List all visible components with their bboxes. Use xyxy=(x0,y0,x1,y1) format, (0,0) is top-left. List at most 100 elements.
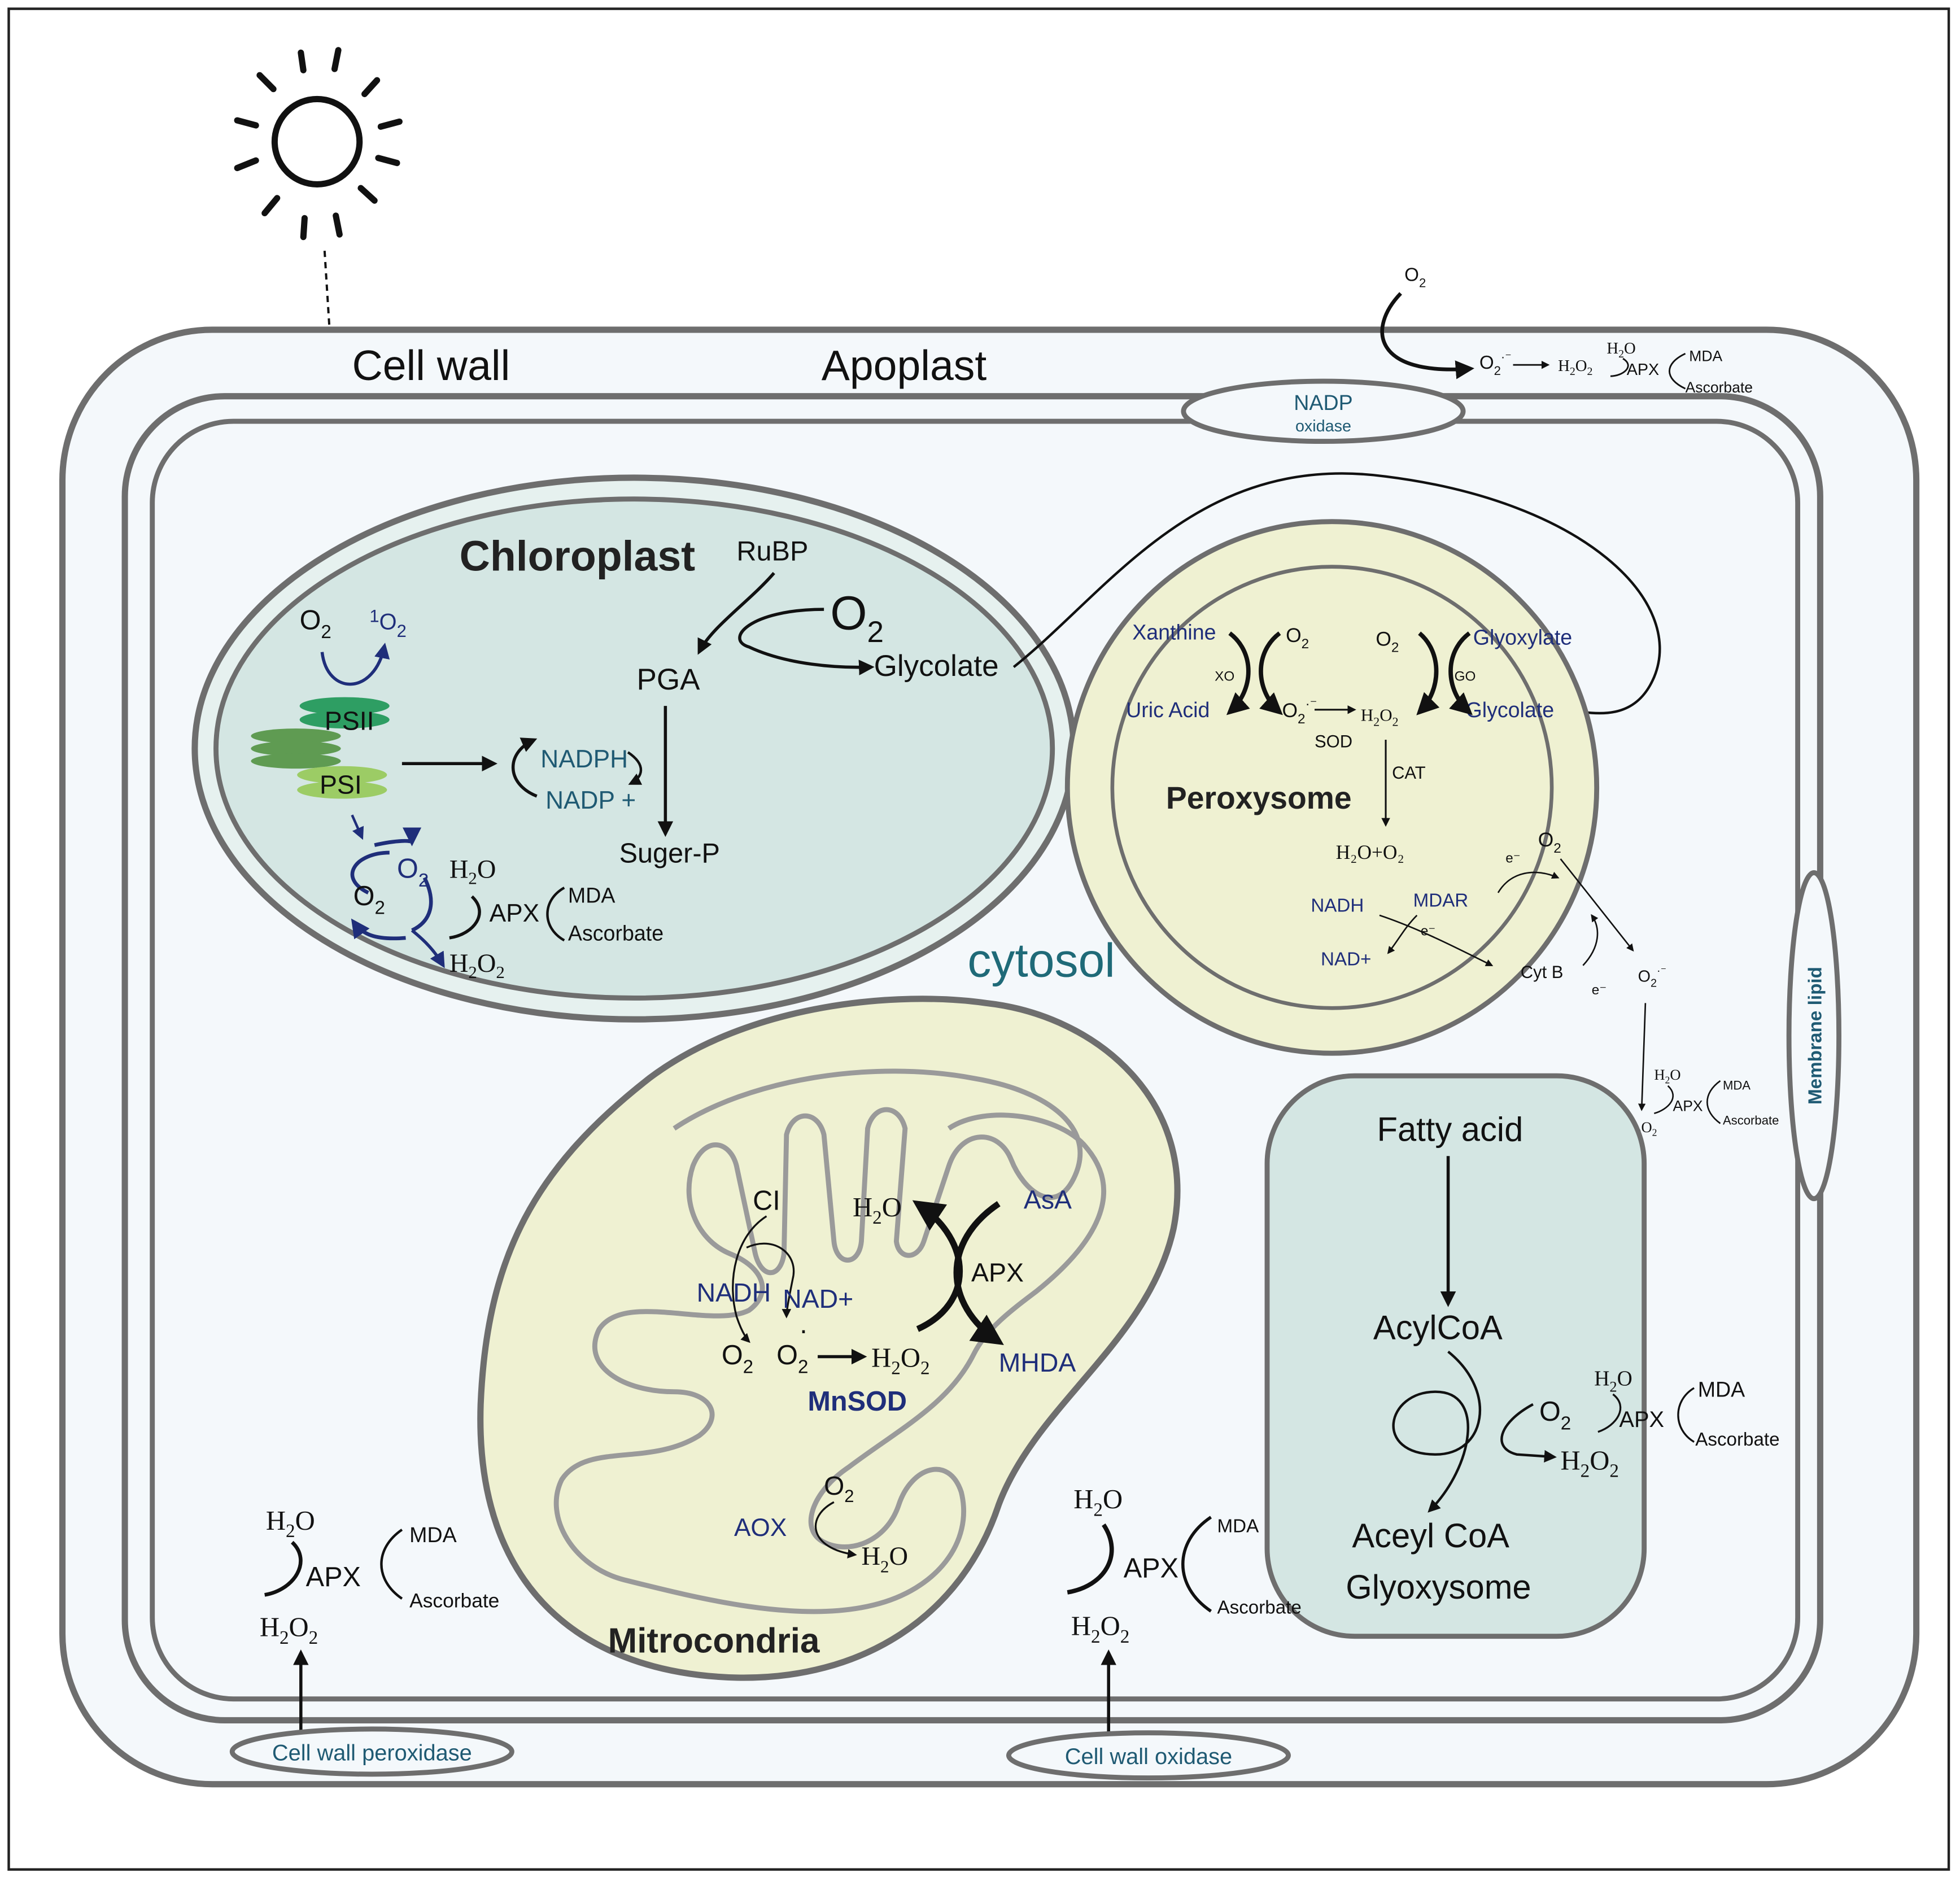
svg-text:APX: APX xyxy=(306,1562,361,1592)
calvin-cycle: RuBP O2 PGA Glycolate Suger-P xyxy=(619,536,999,868)
svg-text:O2: O2 xyxy=(397,853,429,891)
cell-wall-peroxidase-label: Cell wall peroxidase xyxy=(272,1740,472,1765)
peroxysome-inner xyxy=(1110,565,1554,1010)
psi-label: PSI xyxy=(320,770,362,799)
mitochondria-cristae xyxy=(553,1068,1106,1614)
svg-text:e⁻: e⁻ xyxy=(1505,851,1520,866)
svg-text:APX: APX xyxy=(1627,361,1659,379)
glyoxysome-reactions: Fatty acid AcylCoA O2 H2O2 H2O APX MDA A… xyxy=(1346,1110,1779,1606)
svg-text:MDA: MDA xyxy=(409,1523,457,1547)
svg-text:Fatty acid: Fatty acid xyxy=(1377,1110,1524,1148)
glycolate-oxidase-reaction: O2 Glyoxylate Glycolate H2O2 GO xyxy=(1361,625,1572,728)
svg-text:Ascorbate: Ascorbate xyxy=(1217,1597,1302,1618)
svg-text:Ascorbate: Ascorbate xyxy=(1695,1429,1779,1450)
singlet-oxygen-reaction: O2 1O2 xyxy=(300,605,407,686)
apoplast-o2-reaction: O2 O2·⁻ H2O2 H2O APX MDA Ascorbate xyxy=(1380,264,1753,396)
svg-text:O2·⁻: O2·⁻ xyxy=(1282,697,1317,727)
svg-text:XO: XO xyxy=(1215,669,1234,684)
svg-text:H2O2: H2O2 xyxy=(871,1342,929,1378)
svg-text:APX: APX xyxy=(1124,1553,1178,1583)
svg-text:MDAR: MDAR xyxy=(1413,890,1469,911)
svg-text:H2O2: H2O2 xyxy=(1561,1445,1619,1481)
mitochondria-reactions: CI NADH NAD+ O2 O2 · H2O2 MnSOD H2O AsA … xyxy=(697,1185,1076,1576)
svg-text:H2O2: H2O2 xyxy=(1558,357,1592,378)
svg-text:MDA: MDA xyxy=(1689,347,1722,364)
svg-text:O2: O2 xyxy=(776,1340,808,1378)
svg-text:O2: O2 xyxy=(824,1471,854,1506)
svg-text:H2O: H2O xyxy=(853,1192,902,1228)
cell-wall-oxidase-label: Cell wall oxidase xyxy=(1065,1744,1232,1769)
cell-wall-oxidase-cycle: H2O APX MDA Ascorbate H2O2 xyxy=(1067,1484,1302,1734)
svg-text:GO: GO xyxy=(1455,669,1476,684)
mitochondria-outer xyxy=(477,996,1181,1681)
glyoxysome-compartment xyxy=(1264,1073,1647,1639)
sod-label: SOD xyxy=(1315,731,1352,751)
cell-wall-peroxidase-cycle: H2O APX MDA Ascorbate H2O2 xyxy=(260,1505,499,1731)
svg-text:NADP +: NADP + xyxy=(545,787,636,814)
svg-text:Glyoxysome: Glyoxysome xyxy=(1346,1568,1531,1606)
xanthine-oxidase-reaction: Xanthine Uric Acid O2 O2·⁻ XO xyxy=(1126,620,1317,727)
svg-text:H2O: H2O xyxy=(861,1542,908,1576)
svg-text:Ascorbate: Ascorbate xyxy=(568,921,663,945)
svg-text:·: · xyxy=(799,1315,808,1345)
svg-text:Glycolate: Glycolate xyxy=(874,649,999,683)
svg-text:O2: O2 xyxy=(1376,627,1399,655)
peroxysome-label: Peroxysome xyxy=(1166,780,1352,815)
membrane-lipid-label: Membrane lipid xyxy=(1805,967,1826,1105)
svg-text:H2O: H2O xyxy=(1654,1066,1680,1086)
svg-text:H2O2: H2O2 xyxy=(449,949,505,982)
svg-text:O2: O2 xyxy=(1286,624,1309,652)
svg-text:H2O: H2O xyxy=(266,1505,315,1542)
cytosol-label: cytosol xyxy=(967,934,1115,987)
thylakoid-stack xyxy=(251,697,390,799)
svg-text:O2: O2 xyxy=(1538,828,1561,856)
svg-text:APX: APX xyxy=(971,1258,1024,1287)
nadp-oxidase-enzyme xyxy=(1181,378,1466,444)
nadp-oxidase-label-2: oxidase xyxy=(1295,417,1351,435)
cell-wall-oxidase-enzyme xyxy=(1006,1730,1291,1781)
svg-text:MDA: MDA xyxy=(1723,1079,1751,1093)
svg-text:Xanthine: Xanthine xyxy=(1132,620,1216,644)
water-oxygen-label: H₂O+O₂ xyxy=(1336,841,1404,863)
peroxysome-electron-transport: NADH MDAR NAD+ e⁻ Cyt B O2 e⁻ e⁻ O2·⁻ xyxy=(1311,828,1667,1111)
svg-text:H2O: H2O xyxy=(449,855,496,888)
svg-text:O2: O2 xyxy=(722,1340,753,1378)
svg-text:O2·⁻: O2·⁻ xyxy=(1638,964,1667,989)
svg-text:Ascorbate: Ascorbate xyxy=(409,1590,499,1612)
svg-text:H2O: H2O xyxy=(1073,1484,1123,1520)
svg-text:MnSOD: MnSOD xyxy=(807,1386,907,1417)
sun-icon xyxy=(234,47,403,241)
svg-text:MDA: MDA xyxy=(568,884,615,907)
svg-text:O2: O2 xyxy=(300,605,331,643)
svg-text:Suger-P: Suger-P xyxy=(619,839,720,869)
cat-label: CAT xyxy=(1392,763,1426,783)
nadp-oxidase-label-1: NADP xyxy=(1294,391,1352,414)
mitochondria-label: Mitrocondria xyxy=(608,1621,820,1660)
svg-text:APX: APX xyxy=(1673,1097,1703,1114)
membrane-lipid-enzyme xyxy=(1786,870,1841,1202)
svg-text:NAD+: NAD+ xyxy=(783,1284,853,1313)
chloroplast-label: Chloroplast xyxy=(460,532,696,579)
svg-text:RuBP: RuBP xyxy=(736,536,808,566)
svg-text:O2: O2 xyxy=(353,881,385,919)
svg-text:MDA: MDA xyxy=(1698,1377,1745,1401)
svg-text:H2O2: H2O2 xyxy=(1071,1610,1129,1647)
svg-text:MHDA: MHDA xyxy=(999,1348,1076,1377)
svg-text:Uric Acid: Uric Acid xyxy=(1126,698,1210,722)
svg-text:NADH: NADH xyxy=(1311,895,1364,916)
svg-text:PGA: PGA xyxy=(637,663,701,696)
svg-text:Ascorbate: Ascorbate xyxy=(1686,379,1753,396)
svg-text:NADPH: NADPH xyxy=(540,745,628,773)
svg-text:AcylCoA: AcylCoA xyxy=(1373,1308,1503,1346)
svg-text:e⁻: e⁻ xyxy=(1592,983,1607,998)
cell-wall-label: Cell wall xyxy=(352,342,510,389)
svg-text:H2O2: H2O2 xyxy=(260,1612,318,1648)
svg-text:Glyoxylate: Glyoxylate xyxy=(1473,625,1572,649)
svg-text:1O2: 1O2 xyxy=(369,606,406,641)
svg-text:O2·⁻: O2·⁻ xyxy=(1479,350,1512,377)
svg-text:AsA: AsA xyxy=(1024,1185,1072,1214)
svg-text:Glycolate: Glycolate xyxy=(1466,698,1555,722)
glycolate-transport-arrow xyxy=(1012,472,1661,718)
svg-text:NAD+: NAD+ xyxy=(1321,949,1371,970)
svg-text:APX: APX xyxy=(490,900,539,927)
